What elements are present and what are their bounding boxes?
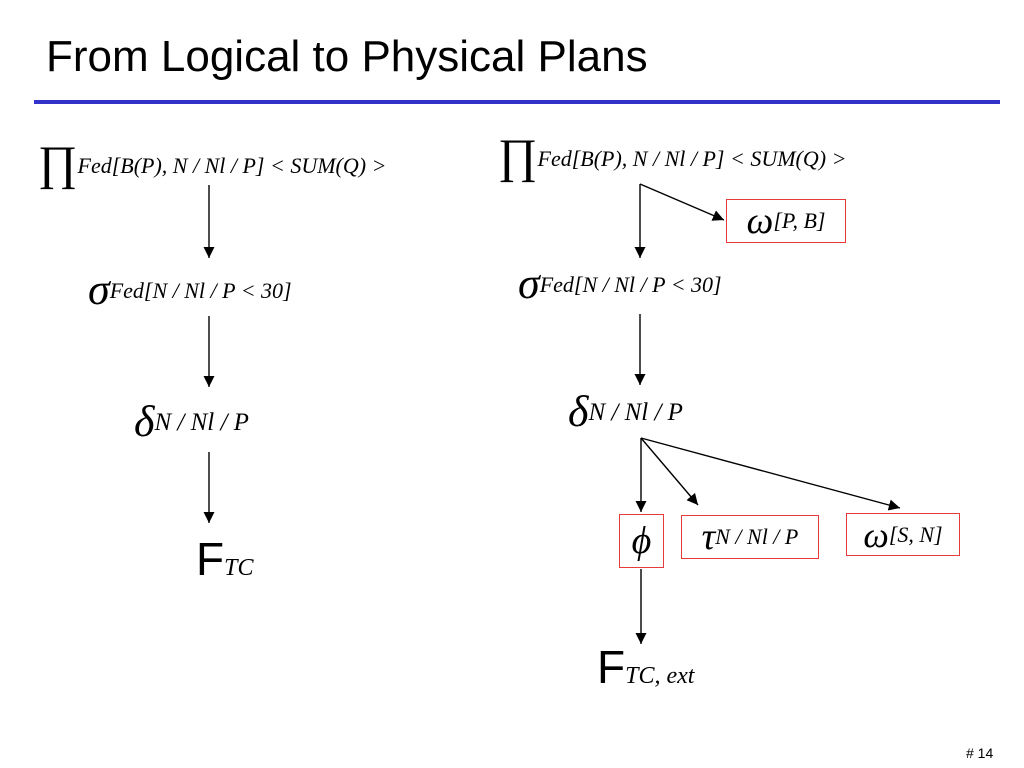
source-symbol: F bbox=[597, 641, 626, 693]
projection-subscript: Fed[B(P), N / Nl / P] < SUM(Q) > bbox=[77, 153, 387, 178]
tau-subscript: N / Nl / P bbox=[715, 524, 799, 549]
right-window-pb-box: ω[P, B] bbox=[726, 199, 846, 243]
source-symbol: F bbox=[196, 533, 225, 585]
right-source-node: FTC, ext bbox=[597, 644, 694, 690]
dedup-symbol: δ bbox=[568, 387, 589, 436]
right-arrow-projection-to-window-pb bbox=[639, 183, 725, 221]
left-projection-node: ∏Fed[B(P), N / Nl / P] < SUM(Q) > bbox=[38, 140, 386, 188]
source-subscript: TC, ext bbox=[625, 663, 695, 689]
selection-subscript: Fed[N / Nl / P < 30] bbox=[539, 272, 722, 297]
right-arrow-dedup-to-window-sn bbox=[640, 437, 901, 511]
selection-symbol: σ bbox=[518, 259, 540, 308]
right-window-sn-box: ω[S, N] bbox=[846, 513, 960, 556]
projection-symbol: ∏ bbox=[38, 137, 78, 190]
tau-symbol: τ bbox=[701, 516, 716, 558]
dedup-symbol: δ bbox=[134, 397, 155, 446]
source-subscript: TC bbox=[224, 555, 254, 581]
dedup-subscript: N / Nl / P bbox=[154, 409, 249, 436]
phi-symbol: ϕ bbox=[631, 520, 652, 562]
right-phi-box: ϕ bbox=[619, 514, 664, 568]
window-subscript: [P, B] bbox=[773, 208, 826, 233]
left-source-node: FTC bbox=[196, 536, 253, 582]
slide-title: From Logical to Physical Plans bbox=[46, 32, 648, 81]
window-subscript: [S, N] bbox=[888, 521, 943, 547]
right-projection-node: ∏Fed[B(P), N / Nl / P] < SUM(Q) > bbox=[498, 133, 846, 181]
projection-subscript: Fed[B(P), N / Nl / P] < SUM(Q) > bbox=[537, 146, 847, 171]
left-selection-node: σFed[N / Nl / P < 30] bbox=[88, 268, 292, 312]
dedup-subscript: N / Nl / P bbox=[588, 399, 683, 426]
right-arrow-dedup-to-tau bbox=[640, 437, 699, 506]
projection-symbol: ∏ bbox=[498, 130, 538, 183]
selection-subscript: Fed[N / Nl / P < 30] bbox=[109, 278, 292, 303]
right-dedup-node: δN / Nl / P bbox=[568, 390, 683, 434]
slide-number: # 14 bbox=[966, 745, 994, 761]
left-dedup-node: δN / Nl / P bbox=[134, 400, 249, 444]
window-symbol: ω bbox=[746, 200, 774, 242]
selection-symbol: σ bbox=[88, 265, 110, 314]
right-selection-node: σFed[N / Nl / P < 30] bbox=[518, 262, 722, 306]
window-symbol: ω bbox=[863, 514, 889, 555]
title-divider bbox=[34, 100, 1000, 104]
